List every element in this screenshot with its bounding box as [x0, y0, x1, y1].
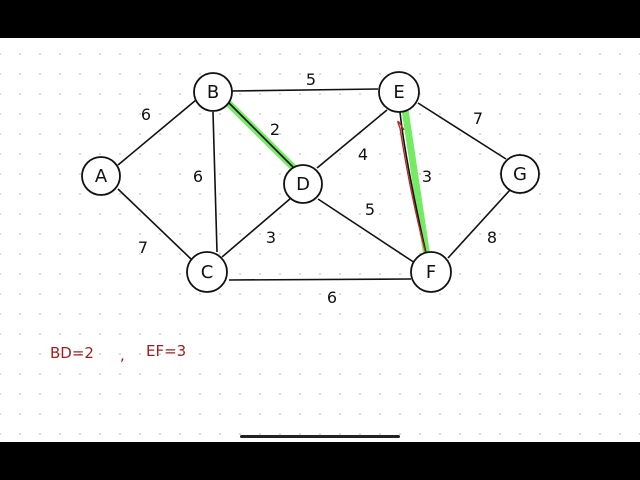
node-e-label: E	[393, 82, 404, 103]
node-c[interactable]: C	[186, 251, 228, 293]
weight-eg: 7	[473, 109, 483, 128]
weight-de: 4	[358, 145, 368, 164]
home-indicator[interactable]	[240, 435, 400, 438]
edge-cf	[228, 278, 412, 281]
highlight-ef	[399, 92, 432, 268]
node-b-label: B	[207, 82, 219, 103]
node-e[interactable]: E	[378, 71, 420, 113]
weight-ac: 7	[138, 238, 148, 257]
node-c-label: C	[201, 262, 214, 283]
node-a[interactable]: A	[81, 156, 121, 196]
node-f-label: F	[426, 262, 436, 283]
node-g-label: G	[513, 164, 527, 185]
node-d[interactable]: D	[283, 164, 323, 204]
edge-ac	[117, 188, 192, 260]
drawing-canvas[interactable]	[0, 38, 640, 442]
edge-be	[231, 88, 379, 92]
red-pen-mark	[397, 120, 429, 263]
edge-ab	[117, 99, 197, 166]
top-bar	[0, 0, 640, 38]
edge-eg	[417, 102, 507, 160]
edge-cd	[221, 197, 292, 258]
edge-bd	[223, 97, 302, 176]
annotation-comma: ,	[120, 346, 125, 364]
weight-cf: 6	[327, 288, 337, 307]
weight-be: 5	[306, 70, 316, 89]
edge-bc	[212, 111, 218, 253]
weight-bd: 2	[270, 120, 280, 139]
bottom-bar	[0, 442, 640, 480]
edge-de	[316, 109, 388, 169]
edge-fg	[447, 189, 511, 259]
weight-bc: 6	[193, 167, 203, 186]
weight-df: 5	[365, 200, 375, 219]
annotation-bd: BD=2	[50, 344, 94, 362]
node-d-label: D	[296, 174, 310, 195]
node-g[interactable]: G	[500, 154, 540, 194]
annotation-ef: EF=3	[146, 342, 186, 360]
node-b[interactable]: B	[193, 72, 233, 112]
node-a-label: A	[95, 166, 108, 187]
weight-ef: 3	[422, 167, 432, 186]
weight-ab: 6	[141, 105, 151, 124]
node-f[interactable]: F	[410, 251, 452, 293]
edges	[117, 88, 511, 281]
weight-cd: 3	[266, 228, 276, 247]
weight-fg: 8	[487, 228, 497, 247]
edge-df	[317, 198, 416, 264]
